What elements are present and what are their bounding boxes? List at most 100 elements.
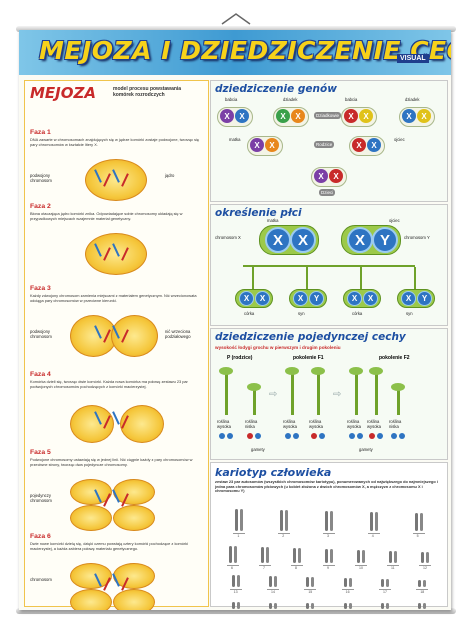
mother-label: matka [267, 218, 279, 223]
cell-image [113, 505, 155, 531]
gene-dot [369, 433, 375, 439]
chromosome-number: 13 [233, 590, 238, 594]
single-heading: dziedziczenie pojedynczej cechy [215, 331, 406, 343]
branch-line [414, 267, 416, 289]
chromosome-number: 1 [237, 534, 240, 538]
chromosome-number: 5 [416, 534, 419, 538]
gene-dot [293, 433, 299, 439]
chromosome-number: 2 [282, 534, 285, 538]
grandparent-label: dziadek [405, 97, 420, 102]
chromosome-x-icon: X [235, 109, 249, 123]
chromosome-shape [330, 549, 333, 563]
chromosome-shape [274, 576, 277, 587]
chromosome-x-icon: X [359, 109, 373, 123]
pea-plant-stem [375, 369, 378, 415]
chromosome-shape [235, 509, 239, 531]
chromosome-x-icon: X [347, 227, 373, 253]
cell-image [120, 405, 164, 443]
chromosome-number: 17 [383, 590, 387, 594]
baseline [412, 533, 425, 534]
chromosome-x-icon: X [401, 291, 416, 306]
chromosome-x-icon: X [239, 291, 254, 306]
chromosome-number: 6 [231, 566, 233, 570]
mother-label: matka [229, 137, 241, 142]
baseline [323, 533, 335, 534]
single-subheading: wysokość łodygi grochu w pierwszym i dru… [215, 345, 341, 350]
phase-label: nić wrzeciona podziałowego [165, 329, 191, 339]
phase-label: pojedynczy chromosom [30, 493, 52, 503]
chromosome-x-icon: X [347, 291, 362, 306]
baseline [259, 565, 271, 566]
pea-plant-leaves [369, 367, 383, 375]
chromosome-shape [240, 509, 244, 531]
chromosome-shape [423, 603, 427, 609]
chromosome-number: 14 [271, 590, 275, 594]
meiosis-panel: MEJOZA model procesu powstawania komórek… [24, 80, 209, 610]
phase-text: Błona otaczająca jądro komórki znika. Od… [30, 211, 183, 221]
hanger-cord [221, 13, 251, 25]
chromosome-x-icon: X [276, 109, 290, 123]
pea-plant-stem [397, 387, 400, 415]
phase-title: Faza 3 [30, 285, 51, 292]
phase-title: Faza 4 [30, 371, 51, 378]
chromosome-shape [236, 575, 240, 587]
chromosome-number: 16 [345, 590, 350, 594]
chromosome-x-icon: X [291, 109, 305, 123]
phase-label: podwojony chromosom [30, 329, 52, 339]
gene-dot [285, 433, 291, 439]
phase-text: Podwojone chromosomy ustawiają się w jed… [30, 457, 193, 467]
chromosome-x-icon: X [250, 138, 264, 152]
chromosome-number: 7 [263, 566, 265, 570]
gene-dot [349, 433, 355, 439]
phase-text: Komórka dzieli się, tworząc dwie komórki… [30, 379, 188, 389]
generation-label: pokolenie F2 [379, 355, 410, 361]
chromosome-shape [269, 603, 272, 609]
chromosome-x-icon: X [402, 109, 416, 123]
cell-image [111, 315, 158, 357]
plant-label: roślina wysoka [309, 419, 323, 429]
pea-plant-leaves [349, 367, 363, 375]
baseline [355, 565, 367, 566]
chromosome-shape [325, 549, 328, 563]
sex-heading: określenie płci [215, 207, 302, 219]
gene-dot [357, 433, 363, 439]
pea-plant-leaves [285, 367, 299, 375]
top-rail [16, 26, 456, 32]
gametes-label: gamety [359, 447, 373, 452]
baseline [387, 565, 399, 566]
karyotype-heading: kariotyp człowieka [215, 466, 332, 479]
cell-image [113, 563, 155, 589]
pea-plant-stem [291, 369, 294, 415]
chromosome-y-icon: Y [309, 291, 324, 306]
phase-title: Faza 6 [30, 533, 51, 540]
chromosome-number: 15 [308, 590, 313, 594]
genes-heading: dziedziczenie genów [215, 83, 337, 95]
plant-label: roślina niska [389, 419, 402, 429]
chromosome-shape [311, 577, 315, 587]
chromosome-shape [348, 603, 352, 609]
generation-label: P (rodzice) [227, 355, 253, 361]
chromosome-shape [414, 513, 418, 531]
baseline [291, 565, 303, 566]
grandparent-label: babcia [345, 97, 358, 102]
baseline [267, 589, 279, 590]
child-label: córka [244, 311, 255, 316]
chromosome-x-icon: X [314, 169, 328, 183]
chromosome-number: 4 [371, 534, 374, 538]
cell-image [70, 505, 112, 531]
phase-title: Faza 5 [30, 449, 51, 456]
label-y: chromosom Y [404, 235, 430, 240]
pea-plant-leaves [247, 383, 261, 391]
chromosome-x-icon: X [290, 227, 316, 253]
pea-plant-leaves [311, 367, 325, 375]
chromosome-shape [280, 510, 284, 531]
chromosome-shape [423, 580, 427, 587]
